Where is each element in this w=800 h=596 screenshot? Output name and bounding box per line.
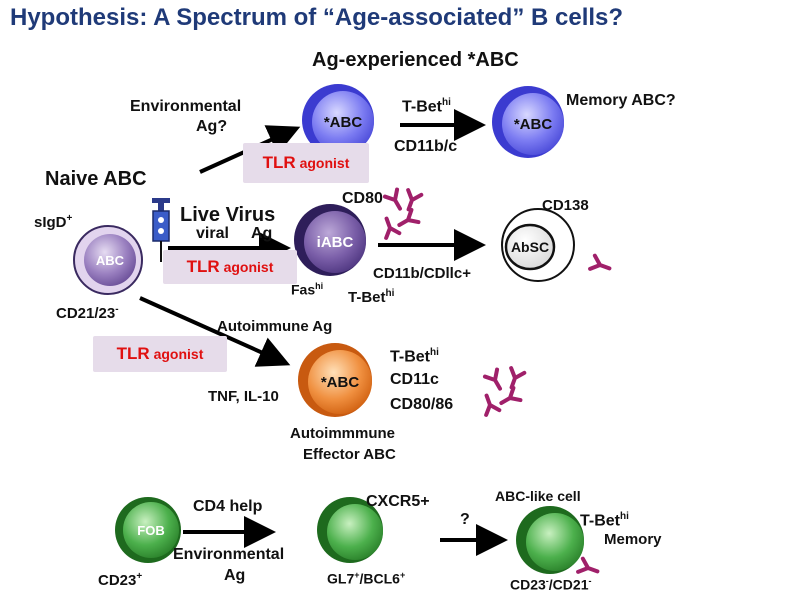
label-ag-bottom: Ag <box>224 567 246 584</box>
agonist-label: agonist <box>149 346 204 362</box>
label-tbet-mid: T-Bethi <box>348 288 395 306</box>
gl7-text: GL7 <box>327 570 355 587</box>
antibody-cluster-cd80 <box>378 187 424 240</box>
label-tbet-top: T-Bethi <box>402 98 451 115</box>
cd21-23-superscript: - <box>115 304 119 315</box>
tlr-label: TLR <box>262 153 296 172</box>
bcl6-text: /BCL6 <box>359 570 400 587</box>
label-memory-abc: Memory ABC? <box>566 92 676 109</box>
label-environmental-bottom: Environmental <box>173 546 285 563</box>
label-fas: Fashi <box>291 282 323 297</box>
label-cd21-23: CD21/23- <box>56 304 119 322</box>
label-cd138: CD138 <box>542 197 589 214</box>
tbet-text: T-Bet <box>402 98 442 116</box>
label-cd11c: CD11c <box>390 371 439 388</box>
cd21-23-text: CD21/23 <box>56 305 116 322</box>
sigd-superscript: + <box>66 213 73 224</box>
cd23-superscript: - <box>545 576 549 586</box>
cd23-text: CD23 <box>98 572 137 589</box>
cell-fob: FOB <box>115 497 181 563</box>
cd23-superscript: + <box>136 571 143 582</box>
label-ag-question: Ag? <box>196 118 228 135</box>
page-title: Hypothesis: A Spectrum of “Age-associate… <box>10 4 624 31</box>
agonist-label: agonist <box>295 155 350 171</box>
label-cd11b-c: CD11b/c <box>394 138 458 155</box>
cell-germinal-center <box>317 497 383 563</box>
label-abc-like: ABC-like cell <box>495 488 581 504</box>
cell-label: *ABC <box>321 374 360 391</box>
cell-label: ABC <box>96 253 125 268</box>
syringe-icon <box>152 198 170 262</box>
antibody-cluster-effector <box>478 366 527 417</box>
cell-autoimmune-effector-abc: *ABC <box>298 343 372 417</box>
label-tbet-low: T-Bethi <box>390 348 439 365</box>
label-gl7-bcl6: GL7+/BCL6+ <box>327 571 405 586</box>
label-ag: Ag <box>251 225 273 242</box>
tbet-superscript: hi <box>385 288 395 299</box>
arrow-naive-to-effector <box>139 296 291 367</box>
cell-absc: AbSC <box>501 208 575 282</box>
sigd-text: sIgD <box>34 214 67 231</box>
tlr-label: TLR <box>186 257 220 276</box>
cell-label: FOB <box>137 523 164 538</box>
tlr-agonist-box-lower: TLR agonist <box>93 336 227 372</box>
gl7-superscript: + <box>354 570 360 580</box>
label-cd11b-cdllc: CD11b/CDllc+ <box>373 265 471 282</box>
label-tbet-bottom: T-Bethi <box>580 512 629 529</box>
cell-ag-experienced-abc: *ABC <box>302 84 374 156</box>
tbet-text: T-Bet <box>580 512 620 530</box>
label-memory: Memory <box>604 531 662 548</box>
cell-abc-like <box>516 506 584 574</box>
antibody-secreted <box>588 253 614 277</box>
cell-label: *ABC <box>514 116 553 133</box>
label-cxcr5: CXCR5+ <box>366 493 430 510</box>
cd21-text: /CD21 <box>548 576 589 593</box>
label-cd4-help: CD4 help <box>193 498 263 515</box>
label-environmental: Environmental <box>130 98 242 115</box>
cell-memory-abc: *ABC <box>492 86 564 158</box>
tbet-text: T-Bet <box>390 348 430 366</box>
label-tnf-il10: TNF, IL-10 <box>208 388 279 405</box>
fas-text: Fas <box>291 281 316 298</box>
tlr-agonist-box-middle: TLR agonist <box>163 250 297 284</box>
cd23-text: CD23 <box>510 576 546 593</box>
cell-label: iABC <box>317 234 354 251</box>
label-question: ? <box>460 511 470 528</box>
label-ag-experienced: Ag-experienced *ABC <box>312 49 519 71</box>
cell-label: *ABC <box>324 114 363 131</box>
label-autoimmune: Autoimmmune <box>290 425 395 442</box>
cell-label: AbSC <box>511 239 549 255</box>
agonist-label: agonist <box>219 259 274 275</box>
label-cd23: CD23+ <box>98 571 143 589</box>
tbet-text: T-Bet <box>348 289 386 306</box>
cell-naive-abc: ABC <box>73 225 143 295</box>
label-cd80-86: CD80/86 <box>390 396 454 413</box>
tlr-agonist-box-top: TLR agonist <box>243 143 369 183</box>
tbet-superscript: hi <box>620 511 629 522</box>
tbet-superscript: hi <box>430 347 439 358</box>
bcl6-superscript: + <box>399 570 406 580</box>
label-autoimmune-ag: Autoimmune Ag <box>217 318 333 335</box>
label-viral: viral <box>196 225 229 242</box>
label-cd80: CD80 <box>342 190 383 207</box>
cell-iabc: iABC <box>294 204 366 276</box>
label-live-virus: Live Virus <box>180 204 276 226</box>
fas-superscript: hi <box>315 281 324 291</box>
label-effector-abc: Effector ABC <box>303 446 396 463</box>
label-sigd: sIgD+ <box>34 213 73 231</box>
tlr-label: TLR <box>116 344 150 363</box>
cd21-superscript: - <box>588 576 592 586</box>
tbet-superscript: hi <box>442 97 451 108</box>
label-naive-abc: Naive ABC <box>45 168 147 190</box>
label-cd23-cd21: CD23-/CD21- <box>510 577 591 592</box>
